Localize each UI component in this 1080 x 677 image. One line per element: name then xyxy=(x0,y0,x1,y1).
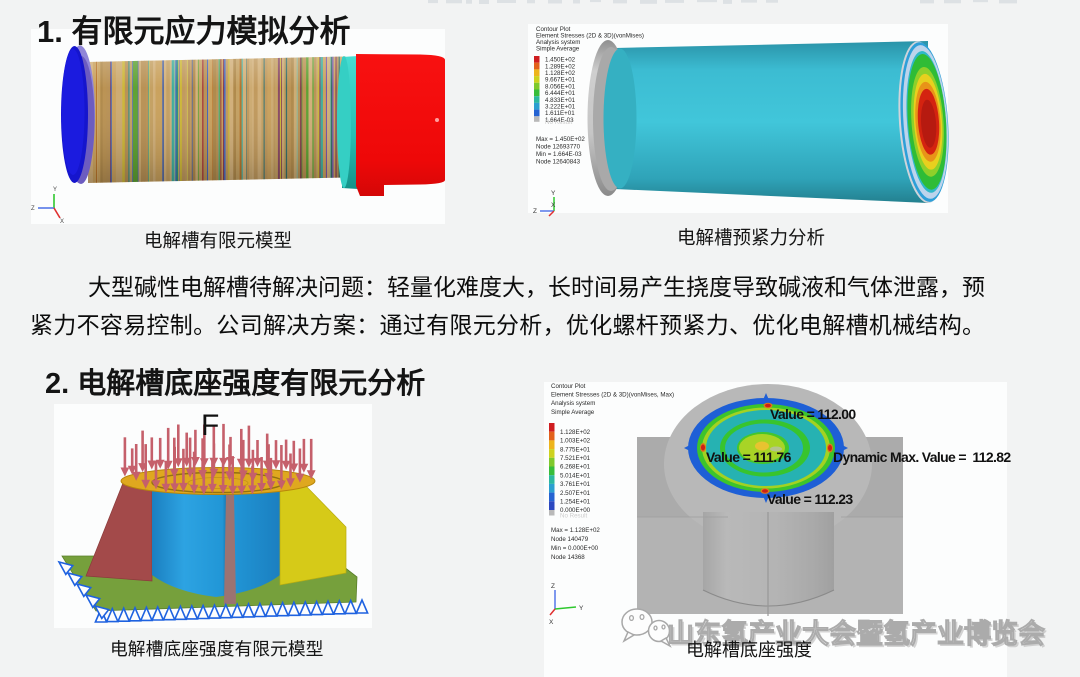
svg-text:1.128E+02: 1.128E+02 xyxy=(545,70,576,77)
svg-text:Z: Z xyxy=(551,583,555,590)
svg-text:Max = 1.128E+02: Max = 1.128E+02 xyxy=(551,527,600,534)
svg-text:6.444E+01: 6.444E+01 xyxy=(545,90,576,97)
svg-text:Element Stresses (2D & 3D)(von: Element Stresses (2D & 3D)(vonMises) xyxy=(536,33,644,40)
svg-text:Max = 1.450E+02: Max = 1.450E+02 xyxy=(536,136,585,143)
svg-text:F: F xyxy=(201,409,219,442)
svg-text:7.521E+01: 7.521E+01 xyxy=(560,455,591,462)
svg-text:Y: Y xyxy=(53,187,57,193)
svg-text:Min = 0.000E+00: Min = 0.000E+00 xyxy=(551,545,599,552)
svg-text:X: X xyxy=(549,619,554,626)
svg-text:1.289E+02: 1.289E+02 xyxy=(545,63,576,70)
svg-text:Z: Z xyxy=(31,206,35,212)
svg-text:Node 12640843: Node 12640843 xyxy=(536,158,581,165)
svg-text:3.761E+01: 3.761E+01 xyxy=(560,481,591,488)
svg-text:1.003E+02: 1.003E+02 xyxy=(560,438,591,445)
svg-text:2.507E+01: 2.507E+01 xyxy=(560,490,591,497)
svg-text:Simple Average: Simple Average xyxy=(551,409,595,416)
svg-text:1.450E+02: 1.450E+02 xyxy=(545,57,576,64)
svg-text:Y: Y xyxy=(579,605,584,612)
svg-text:1.254E+01: 1.254E+01 xyxy=(560,499,591,506)
svg-text:8.775E+01: 8.775E+01 xyxy=(560,446,591,453)
svg-text:8.056E+01: 8.056E+01 xyxy=(545,83,576,90)
svg-text:6.268E+01: 6.268E+01 xyxy=(560,464,591,471)
svg-text:5.014E+01: 5.014E+01 xyxy=(560,472,591,479)
svg-text:Contour Plot: Contour Plot xyxy=(536,26,571,33)
svg-text:Node 140479: Node 140479 xyxy=(551,536,589,543)
svg-text:Element Stresses (2D & 3D)(von: Element Stresses (2D & 3D)(vonMises, Max… xyxy=(551,392,674,399)
svg-text:9.667E+01: 9.667E+01 xyxy=(545,77,576,84)
svg-text:0.000E+00: 0.000E+00 xyxy=(560,507,591,514)
svg-text:No Result: No Result xyxy=(545,119,572,126)
svg-text:Analysis system: Analysis system xyxy=(551,400,595,407)
svg-text:4.833E+01: 4.833E+01 xyxy=(545,97,576,104)
svg-text:Z: Z xyxy=(533,208,537,215)
svg-text:Min = 1.664E-03: Min = 1.664E-03 xyxy=(536,151,582,158)
svg-text:Node 14368: Node 14368 xyxy=(551,554,585,561)
svg-text:Analysis system: Analysis system xyxy=(536,39,580,46)
svg-text:Node 12693770: Node 12693770 xyxy=(536,143,581,150)
svg-text:No Result: No Result xyxy=(560,513,587,520)
svg-text:1.128E+02: 1.128E+02 xyxy=(560,429,591,436)
svg-text:1.611E+01: 1.611E+01 xyxy=(545,110,575,117)
svg-text:Y: Y xyxy=(551,190,556,197)
svg-text:X: X xyxy=(551,202,556,209)
svg-text:1.664E-03: 1.664E-03 xyxy=(545,117,574,124)
svg-text:X: X xyxy=(60,219,64,225)
svg-text:Simple Average: Simple Average xyxy=(536,46,580,53)
svg-text:Contour Plot: Contour Plot xyxy=(551,383,586,390)
svg-text:3.222E+01: 3.222E+01 xyxy=(545,103,576,110)
